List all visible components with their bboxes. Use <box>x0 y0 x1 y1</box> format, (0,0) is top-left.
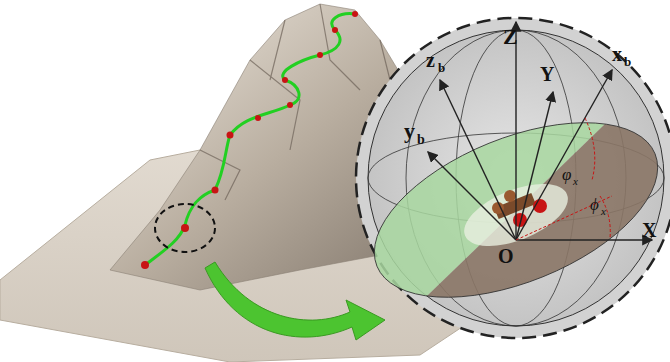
axes <box>428 22 652 240</box>
axis-label: b <box>417 133 425 147</box>
axis-label: x <box>601 206 606 217</box>
axis-label: Z <box>503 26 518 48</box>
axis-label: O <box>498 246 514 266</box>
green-plane <box>350 87 670 333</box>
axis-label: z <box>426 50 435 70</box>
angle-marks <box>516 118 612 240</box>
trajectory <box>145 14 355 265</box>
plane-outline <box>350 87 670 333</box>
zoom-arrow <box>205 262 385 340</box>
axis-label: b <box>624 55 631 68</box>
robots <box>141 11 358 269</box>
axis-label: y <box>404 120 415 142</box>
brown-plane <box>350 87 670 333</box>
axis-label: Y <box>540 64 554 84</box>
axis-label: X <box>642 220 656 240</box>
zoom-circle <box>155 204 215 252</box>
axis-label: ϕ <box>590 196 599 213</box>
axis-label: b <box>438 61 445 74</box>
robot <box>492 190 547 227</box>
axis-label: x <box>612 44 622 64</box>
axis-label: x <box>573 176 578 187</box>
axis-label: φ <box>562 166 571 183</box>
